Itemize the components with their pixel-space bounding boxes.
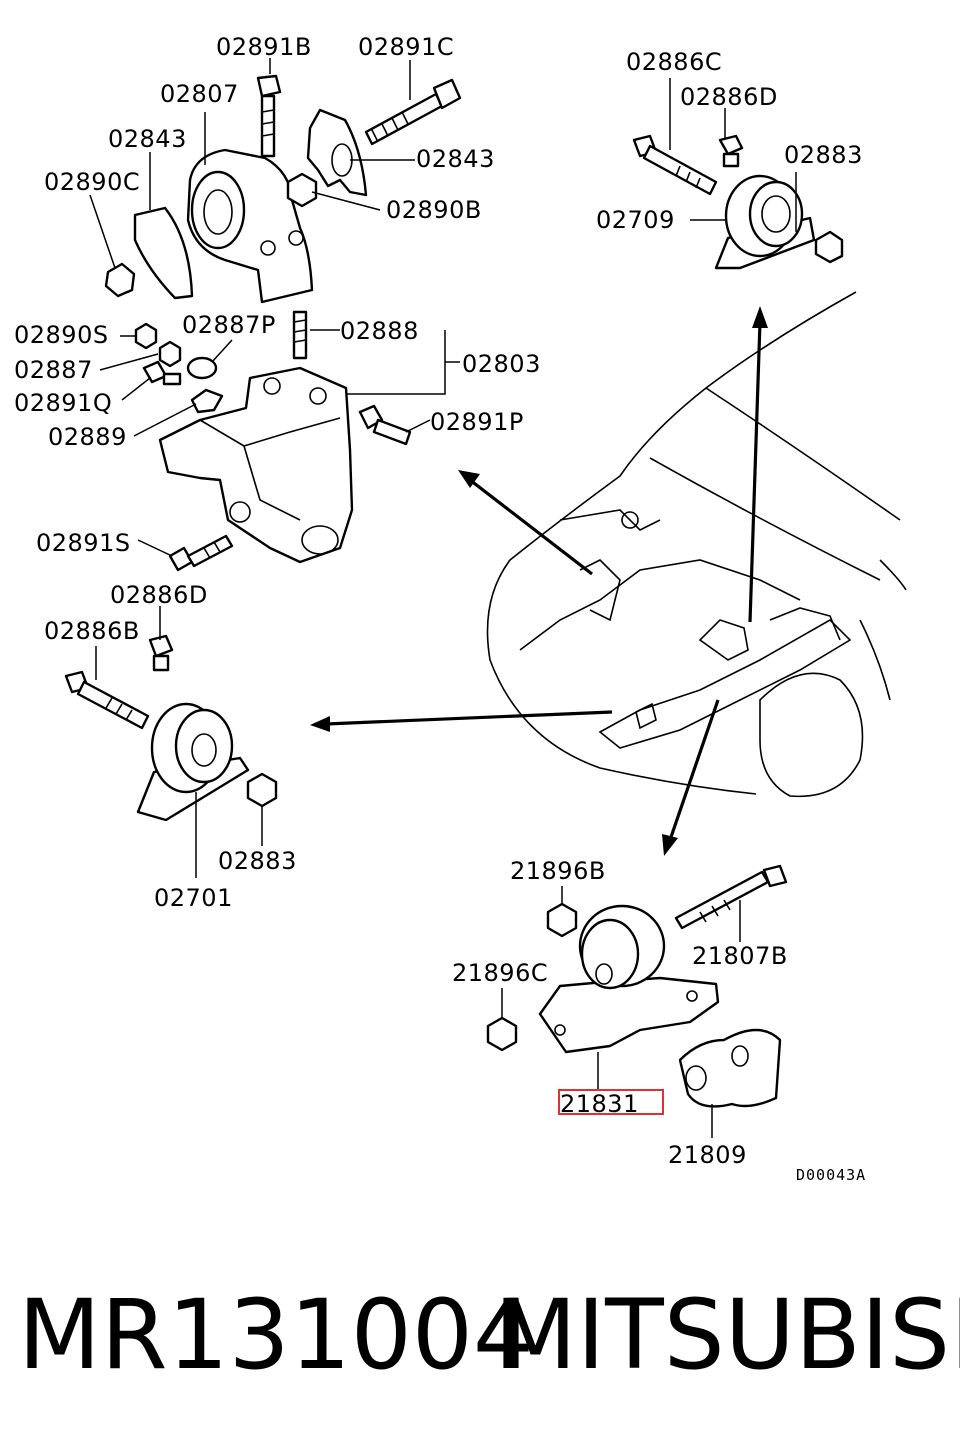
label-02843-left: 02843 bbox=[108, 125, 187, 153]
bolt-02891S bbox=[168, 534, 234, 572]
label-02886D-left: 02886D bbox=[110, 581, 208, 609]
caption: MR131004 MITSUBISHI bbox=[18, 1279, 960, 1391]
bolt-02886D-top bbox=[718, 134, 744, 168]
label-21896C: 21896C bbox=[452, 959, 548, 987]
bolt-02891C bbox=[364, 78, 462, 146]
nut-02883-top bbox=[814, 230, 844, 264]
label-02709: 02709 bbox=[596, 206, 675, 234]
callout-arrows bbox=[310, 306, 768, 856]
bolt-02891Q bbox=[142, 360, 182, 386]
label-02883-left: 02883 bbox=[218, 847, 297, 875]
label-02886C: 02886C bbox=[626, 48, 722, 76]
bolt-02886B bbox=[64, 670, 150, 730]
bolt-02891P bbox=[358, 404, 412, 446]
mount-02709-group bbox=[632, 78, 844, 270]
label-02843-right: 02843 bbox=[416, 145, 495, 173]
label-02883-top: 02883 bbox=[784, 141, 863, 169]
stopper-02843 bbox=[306, 108, 368, 197]
nut-02890C bbox=[104, 262, 136, 298]
nut-02883-left bbox=[246, 772, 278, 808]
brand-name: MITSUBISHI bbox=[494, 1279, 960, 1391]
label-21831: 21831 bbox=[560, 1090, 639, 1118]
mount-02807-group bbox=[104, 74, 462, 304]
label-02890B: 02890B bbox=[386, 196, 482, 224]
label-02891S: 02891S bbox=[36, 529, 131, 557]
label-02891Q: 02891Q bbox=[14, 389, 112, 417]
arrow-to-02709 bbox=[748, 321, 762, 623]
mount-21831-group bbox=[486, 864, 788, 1138]
label-21896B: 21896B bbox=[510, 857, 606, 885]
stud-02888 bbox=[292, 310, 308, 360]
bracket-02803-group bbox=[134, 310, 412, 572]
bolt-21807B bbox=[674, 864, 788, 930]
bolt-02886C bbox=[632, 134, 718, 196]
label-02890S: 02890S bbox=[14, 321, 109, 349]
part-labels: 02891B 02891C 02807 02843 02843 02890C 0… bbox=[14, 33, 866, 1184]
arrow-to-21831 bbox=[668, 699, 720, 841]
label-02891C: 02891C bbox=[358, 33, 454, 61]
label-02887P: 02887P bbox=[182, 311, 276, 339]
mount-02701-group bbox=[64, 606, 278, 878]
label-02807: 02807 bbox=[160, 80, 239, 108]
plate-02889 bbox=[190, 388, 224, 414]
bolt-02886D-left bbox=[148, 634, 174, 672]
washer-02887 bbox=[158, 340, 182, 368]
label-21807B: 21807B bbox=[692, 942, 788, 970]
arrow-to-02803 bbox=[469, 478, 593, 576]
bracket-02803 bbox=[158, 366, 354, 564]
nut-02890B bbox=[286, 172, 318, 208]
nut-21896C bbox=[486, 1016, 518, 1052]
label-02803: 02803 bbox=[462, 350, 541, 378]
label-02886D-top: 02886D bbox=[680, 83, 778, 111]
highlight-box-21831 bbox=[558, 1089, 664, 1115]
washer-02887P bbox=[186, 356, 218, 380]
arrow-to-02701 bbox=[325, 710, 613, 726]
plate-02890C bbox=[133, 206, 194, 300]
bolt-02891B bbox=[256, 74, 282, 158]
label-21809: 21809 bbox=[668, 1141, 747, 1169]
leaders-top-left bbox=[89, 58, 415, 269]
leaders-middle-left bbox=[99, 329, 460, 557]
stopper-21809 bbox=[678, 1028, 782, 1108]
label-02888: 02888 bbox=[340, 317, 419, 345]
label-02889: 02889 bbox=[48, 423, 127, 451]
nut-02890S bbox=[134, 322, 158, 350]
label-02891B: 02891B bbox=[216, 33, 312, 61]
label-02886B: 02886B bbox=[44, 617, 140, 645]
label-02891P: 02891P bbox=[430, 408, 524, 436]
label-02887: 02887 bbox=[14, 356, 93, 384]
bracket-21831-base bbox=[538, 976, 720, 1054]
car-engine-bay-illustration bbox=[486, 291, 907, 798]
label-02890C: 02890C bbox=[44, 168, 140, 196]
part-number: MR131004 bbox=[18, 1279, 534, 1391]
nut-21896B bbox=[546, 902, 578, 938]
diagram-reference-code: D00043A bbox=[796, 1166, 866, 1184]
label-02701: 02701 bbox=[154, 884, 233, 912]
